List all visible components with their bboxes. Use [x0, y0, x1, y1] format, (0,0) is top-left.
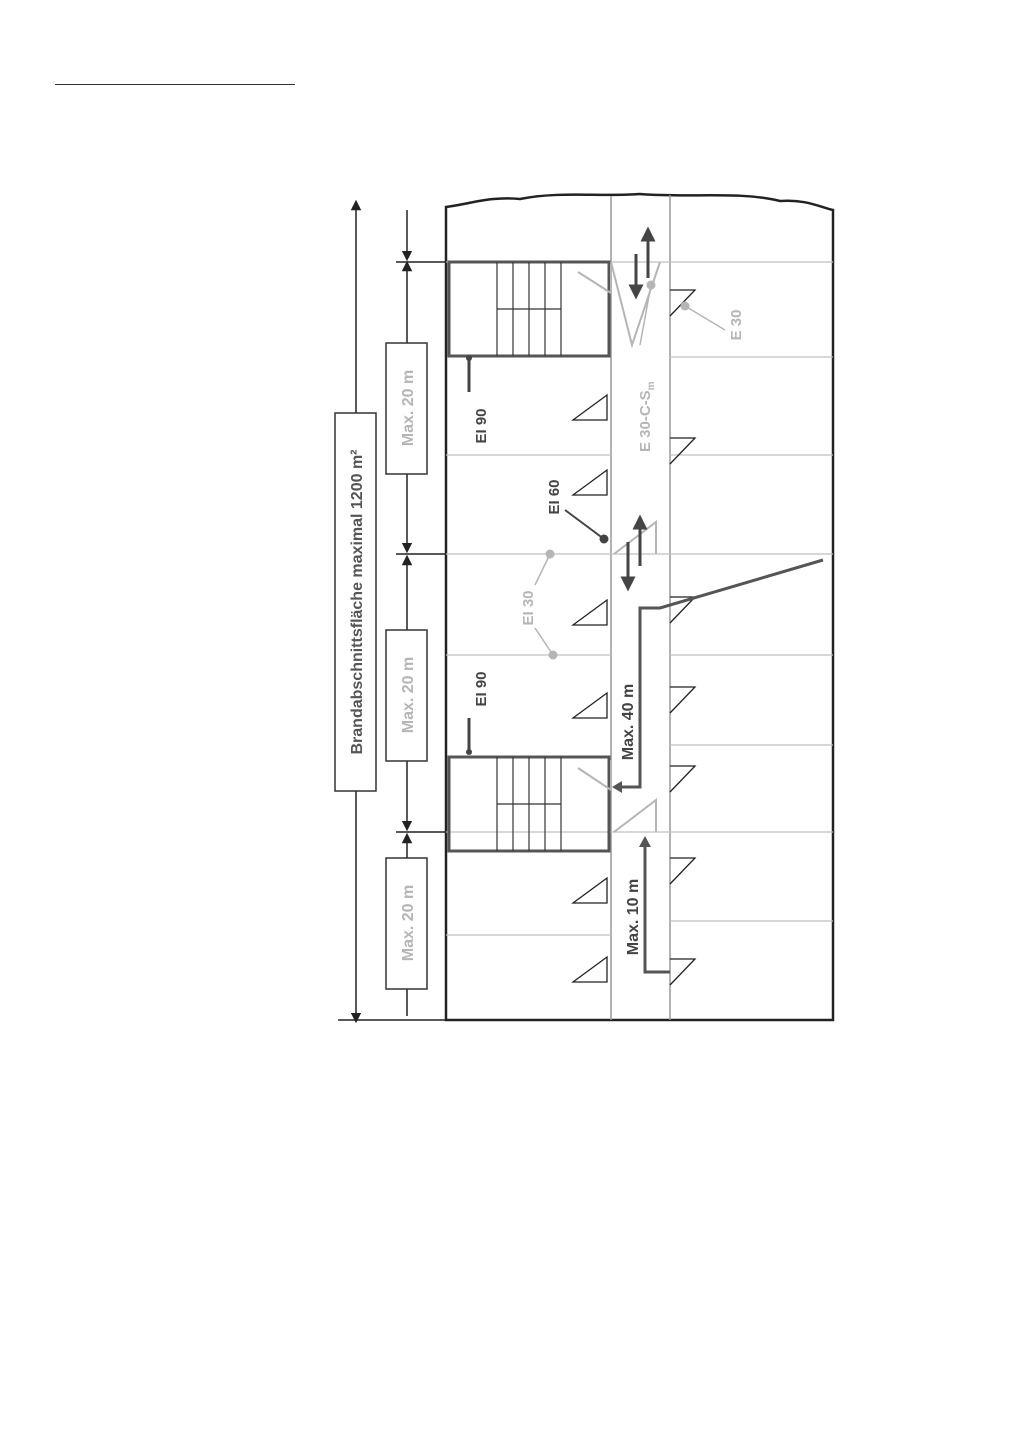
corridor-lines	[610, 195, 671, 1020]
label-e30-smoke: E 30-C-Sm	[637, 381, 657, 452]
header-rule	[55, 84, 295, 85]
label-ei60: EI 60	[546, 479, 563, 514]
segment-label-3: Max. 20 m	[400, 885, 417, 961]
label-e30: E 30	[728, 310, 745, 341]
segment-box-3: Max. 20 m	[385, 857, 428, 990]
building-outline	[444, 192, 835, 1022]
segment-box-2: Max. 20 m	[385, 629, 428, 762]
room-door-symbols	[571, 289, 697, 986]
label-ei90-bottom: EI 90	[473, 671, 490, 706]
segment-label-2: Max. 20 m	[400, 657, 417, 733]
label-max-10m: Max. 10 m	[625, 879, 642, 955]
escape-route-40m	[612, 558, 824, 793]
staircase-bottom	[447, 755, 611, 853]
two-way-arrow-top	[628, 226, 656, 300]
two-way-arrow-middle	[620, 514, 648, 592]
label-ei30: EI 30	[520, 590, 537, 625]
label-max-40m: Max. 40 m	[620, 684, 637, 760]
label-ei90-top: EI 90	[473, 408, 490, 443]
fire-door-swings	[577, 261, 661, 833]
leader-lines	[466, 280, 726, 755]
total-area-label: Brandabschnittsfläche maximal 1200 m²	[349, 449, 366, 754]
total-area-box: Brandabschnittsfläche maximal 1200 m²	[334, 412, 377, 792]
segment-label-1: Max. 20 m	[400, 370, 417, 446]
room-partitions	[446, 261, 833, 936]
staircase-top	[447, 260, 611, 358]
segment-box-1: Max. 20 m	[385, 342, 428, 475]
escape-route-10m	[639, 836, 670, 974]
